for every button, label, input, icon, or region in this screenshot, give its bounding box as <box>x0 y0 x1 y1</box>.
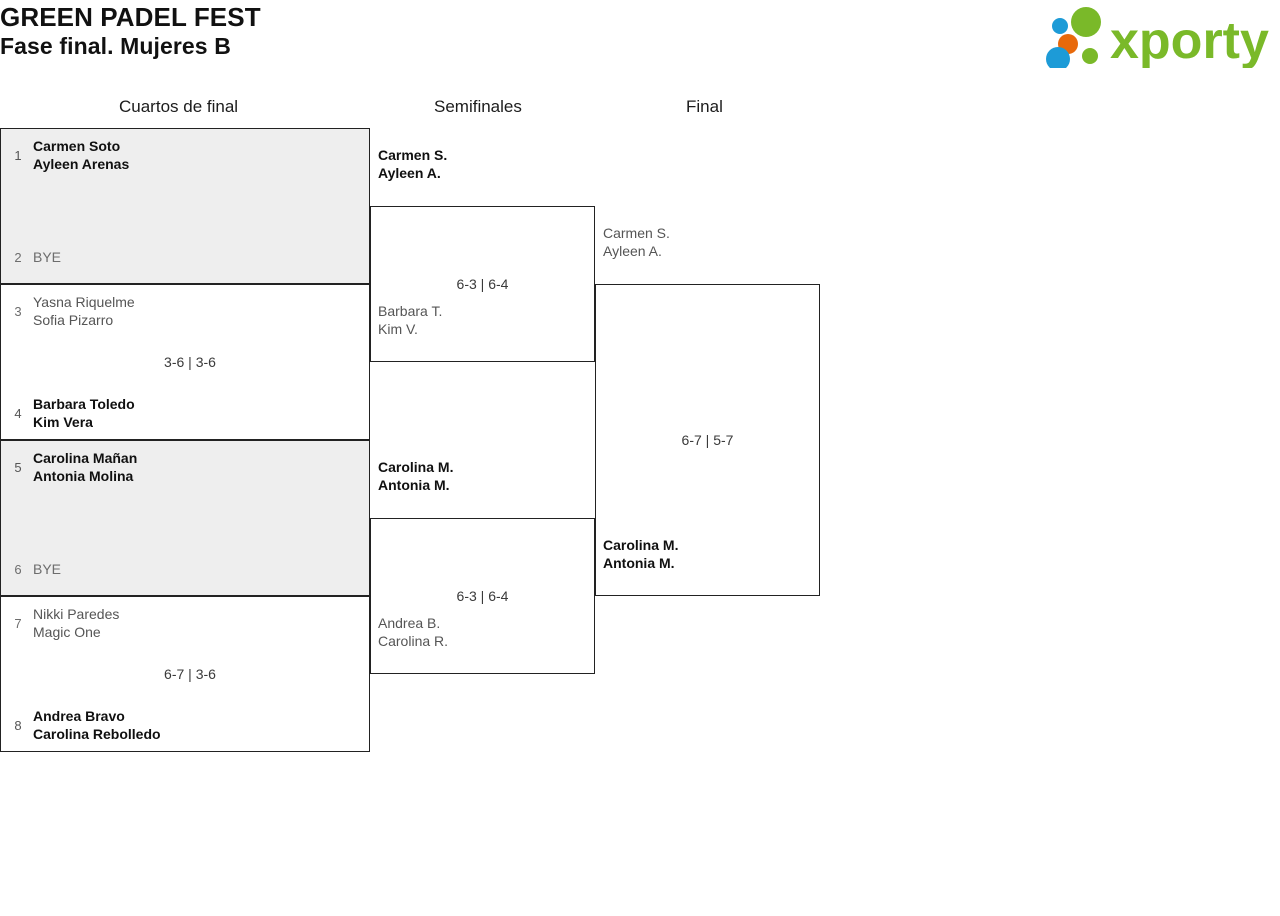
team-names: Carolina Mañan Antonia Molina <box>33 449 361 486</box>
player-name: Carmen Soto <box>33 137 121 154</box>
seed-number: 7 <box>14 615 22 631</box>
player-name: Andrea B. <box>378 615 441 631</box>
player-name: Yasna Riquelme <box>33 293 135 310</box>
team-names: BYE <box>33 248 361 266</box>
tournament-phase: Fase final. Mujeres B <box>0 32 231 59</box>
match-sf1-team-top[interactable]: Carmen S. Ayleen A. <box>370 146 447 183</box>
seed-number: 2 <box>14 249 22 265</box>
round-header-final: Final <box>686 97 723 116</box>
seed-number: 3 <box>14 303 22 319</box>
match-qf2-team-bottom[interactable]: 4 Barbara Toledo Kim Vera <box>1 387 369 439</box>
round-header-quarterfinals: Cuartos de final <box>119 97 239 116</box>
match-sf1-team-bottom[interactable]: Barbara T. Kim V. <box>370 302 442 339</box>
team-names: Nikki Paredes Magic One <box>33 605 361 642</box>
tournament-name: GREEN PADEL FEST <box>0 2 261 32</box>
player-name: Carmen S. <box>603 225 670 241</box>
player-name: Magic One <box>33 624 101 640</box>
match-qf4-team-bottom[interactable]: 8 Andrea Bravo Carolina Rebolledo <box>1 699 369 751</box>
seed-number: 5 <box>14 459 22 475</box>
team-names: Andrea Bravo Carolina Rebolledo <box>33 707 361 744</box>
match-qf4[interactable]: 7 Nikki Paredes Magic One 6-7 | 3-6 8 An… <box>0 596 370 752</box>
player-name: Kim V. <box>378 321 418 338</box>
match-final-team-top[interactable]: Carmen S. Ayleen A. <box>595 224 670 261</box>
logo-dots-icon <box>1046 7 1101 68</box>
match-qf2[interactable]: 3 Yasna Riquelme Sofia Pizarro 3-6 | 3-6… <box>0 284 370 440</box>
player-name: Carolina M. <box>378 459 454 475</box>
player-name: Antonia Molina <box>33 468 134 484</box>
seed-number: 1 <box>14 147 22 163</box>
match-sf2-score: 6-3 | 6-4 <box>456 588 509 604</box>
match-qf1[interactable]: 1 Carmen Soto Ayleen Arenas 2 BYE <box>0 128 370 284</box>
player-name: BYE <box>33 560 62 577</box>
match-sf2-team-top[interactable]: Carolina M. Antonia M. <box>370 458 453 495</box>
match-qf4-score: 6-7 | 3-6 <box>164 666 216 682</box>
team-names: Barbara Toledo Kim Vera <box>33 395 361 432</box>
logo-wordmark: xporty <box>1110 12 1269 68</box>
player-name: Antonia M. <box>378 477 450 494</box>
player-name: BYE <box>33 248 62 265</box>
team-names: BYE <box>33 560 361 578</box>
player-name: Carolina M. <box>603 537 679 553</box>
player-name: Ayleen Arenas <box>33 156 130 172</box>
match-qf4-team-top[interactable]: 7 Nikki Paredes Magic One <box>1 597 369 649</box>
player-name: Sofia Pizarro <box>33 312 114 328</box>
match-qf2-score: 3-6 | 3-6 <box>164 354 216 370</box>
match-sf2-team-bottom[interactable]: Andrea B. Carolina R. <box>370 614 448 651</box>
player-name: Ayleen A. <box>378 165 441 182</box>
match-qf3-team-bottom[interactable]: 6 BYE <box>1 543 369 595</box>
seed-number: 8 <box>14 717 22 733</box>
player-name: Carolina Mañan <box>33 449 138 466</box>
page-title: GREEN PADEL FEST Fase final. Mujeres B <box>0 2 261 60</box>
seed-number: 4 <box>14 405 22 421</box>
player-name: Kim Vera <box>33 414 93 430</box>
match-qf3-team-top[interactable]: 5 Carolina Mañan Antonia Molina <box>1 441 369 493</box>
page-header: GREEN PADEL FEST Fase final. Mujeres B x… <box>0 0 1280 75</box>
team-names: Yasna Riquelme Sofia Pizarro <box>33 293 361 330</box>
match-qf3[interactable]: 5 Carolina Mañan Antonia Molina 6 BYE <box>0 440 370 596</box>
player-name: Carmen S. <box>378 147 448 163</box>
match-qf1-team-bottom[interactable]: 2 BYE <box>1 231 369 283</box>
player-name: Barbara Toledo <box>33 395 135 412</box>
player-name: Barbara T. <box>378 303 443 319</box>
xporty-logo[interactable]: xporty <box>1042 6 1274 68</box>
player-name: Nikki Paredes <box>33 605 120 622</box>
player-name: Carolina R. <box>378 633 449 650</box>
match-sf1[interactable]: 6-3 | 6-4 <box>370 206 595 362</box>
round-header-semifinals: Semifinales <box>434 97 522 116</box>
player-name: Antonia M. <box>603 555 675 572</box>
player-name: Andrea Bravo <box>33 707 125 724</box>
match-sf2[interactable]: 6-3 | 6-4 <box>370 518 595 674</box>
match-qf1-team-top[interactable]: 1 Carmen Soto Ayleen Arenas <box>1 129 369 181</box>
match-qf2-team-top[interactable]: 3 Yasna Riquelme Sofia Pizarro <box>1 285 369 337</box>
player-name: Ayleen A. <box>603 243 662 260</box>
match-final-team-bottom[interactable]: Carolina M. Antonia M. <box>595 536 678 573</box>
match-final-score: 6-7 | 5-7 <box>681 432 734 448</box>
seed-number: 6 <box>14 561 22 577</box>
match-final[interactable]: 6-7 | 5-7 <box>595 284 820 596</box>
match-sf1-score: 6-3 | 6-4 <box>456 276 509 292</box>
player-name: Carolina Rebolledo <box>33 726 161 742</box>
team-names: Carmen Soto Ayleen Arenas <box>33 137 361 174</box>
